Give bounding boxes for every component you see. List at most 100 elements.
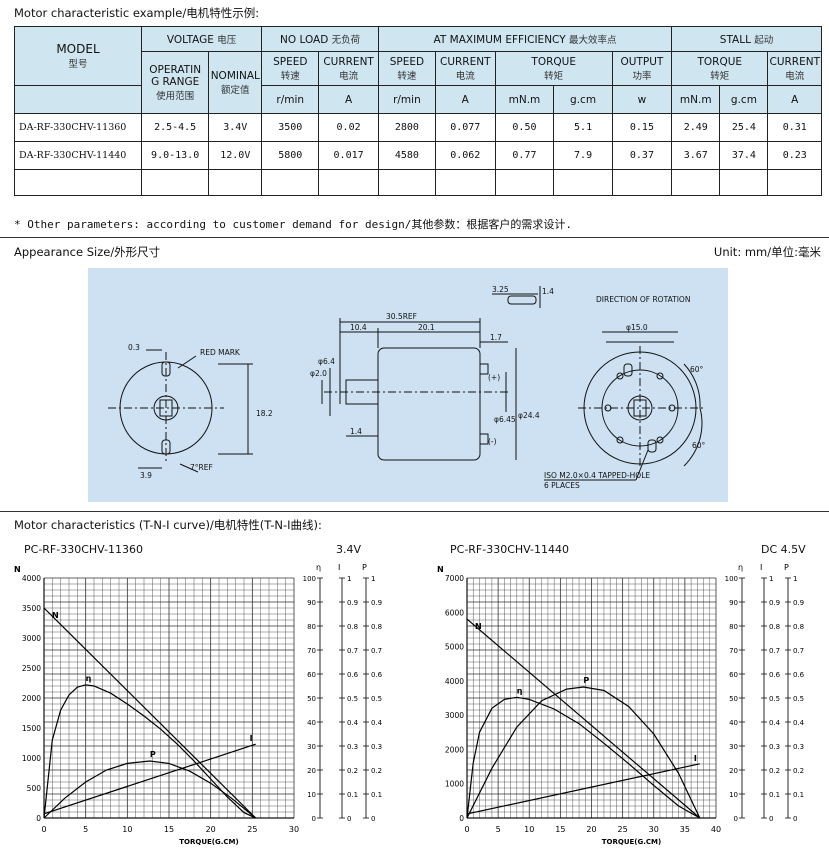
x-tick-label: 40: [711, 825, 721, 834]
dim-label: 3.9: [140, 471, 152, 480]
x-tick-label: 15: [555, 825, 565, 834]
right-tick-label: 100: [303, 575, 316, 583]
noload-header: NO LOAD 无负荷: [261, 26, 379, 52]
y-tick-label: 3000: [445, 711, 464, 720]
right-tick-label: 0.7: [769, 647, 780, 655]
x-tick-label: 0: [464, 825, 469, 834]
series-line-I: [466, 763, 700, 815]
y-tick-label: 7000: [445, 574, 464, 583]
unit-cell: A: [434, 85, 496, 114]
dim-label: 3.25: [492, 285, 509, 294]
dim-label: (+): [488, 373, 500, 382]
x-tick-label: 5: [496, 825, 501, 834]
x-axis-label: TORQUE(G.CM): [179, 838, 238, 846]
right-tick-label: 0.6: [347, 671, 359, 679]
series-line-η: [466, 696, 701, 819]
right-tick-label: 0.3: [347, 743, 358, 751]
right-tick-label: 40: [729, 719, 738, 727]
dim-label: 1.7: [490, 333, 502, 342]
right-axis-label: η: [316, 563, 321, 572]
right-tick-label: 10: [729, 791, 738, 799]
series-line-η: [43, 684, 256, 819]
y-tick-label: 4000: [445, 677, 464, 686]
right-tick-label: 0.6: [371, 671, 383, 679]
dim-label: 6 PLACES: [544, 481, 580, 490]
right-tick-label: 1: [371, 575, 375, 583]
right-axis-label: P: [362, 563, 367, 572]
y-tick-label: 3000: [22, 634, 41, 643]
chart2-title: PC-RF-330CHV-11440: [450, 543, 570, 556]
right-tick-label: 0.7: [347, 647, 358, 655]
right-tick-label: 0: [347, 815, 351, 823]
dim-label: 30.5REF: [386, 312, 417, 321]
right-tick-label: 50: [307, 695, 316, 703]
series-line-P: [466, 686, 701, 819]
dim-label: 7°REF: [190, 463, 213, 472]
y-tick-label: 5000: [445, 643, 464, 652]
y-tick-label: 2500: [22, 664, 41, 673]
right-tick-label: 1: [769, 575, 773, 583]
dim-label: φ6.4: [318, 357, 335, 366]
chart1-title: PC-RF-330CHV-11360: [24, 543, 144, 556]
right-tick-label: 0.4: [371, 719, 383, 727]
divider: [0, 237, 829, 238]
motor-dimension-svg: 0.3 RED MARK 18.2 3.9 7°REF 30.5REF 10.4…: [108, 285, 706, 490]
dimension-drawing: 0.3 RED MARK 18.2 3.9 7°REF 30.5REF 10.4…: [88, 268, 728, 502]
right-tick-label: 0.9: [769, 599, 780, 607]
series-label: η: [86, 674, 92, 683]
dim-label: RED MARK: [200, 348, 241, 357]
right-tick-label: 0.5: [793, 695, 804, 703]
right-tick-label: 10: [307, 791, 316, 799]
right-tick-label: 0: [371, 815, 375, 823]
right-tick-label: 90: [307, 599, 316, 607]
model-header: MODEL 型号: [14, 26, 142, 86]
right-axis-label: I: [760, 563, 762, 572]
y-tick-label: 1000: [445, 780, 464, 789]
dim-label: (-): [488, 437, 497, 446]
right-tick-label: 0.8: [769, 623, 780, 631]
right-tick-label: 20: [307, 767, 316, 775]
right-tick-label: 1: [347, 575, 351, 583]
series-line-P: [43, 760, 257, 819]
right-tick-label: 0.1: [371, 791, 382, 799]
dim-label: 60°: [690, 365, 704, 374]
right-tick-label: 0: [769, 815, 773, 823]
x-axis-label: TORQUE(G.CM): [602, 838, 661, 846]
right-tick-label: 60: [307, 671, 316, 679]
x-tick-label: 20: [586, 825, 596, 834]
right-tick-label: 1: [793, 575, 797, 583]
series-label: I: [694, 754, 697, 763]
x-tick-label: 10: [524, 825, 534, 834]
right-tick-label: 0.6: [769, 671, 781, 679]
voltage-header: VOLTAGE 电压: [140, 26, 263, 52]
unit-label: Unit: mm/单位:毫米: [713, 245, 821, 259]
divider: [0, 511, 829, 512]
y-tick-label: 500: [27, 784, 42, 793]
stall-header: STALL 起动: [671, 26, 822, 52]
chart1-subtitle: 3.4V: [336, 543, 362, 556]
y-tick-label: 2000: [22, 694, 41, 703]
right-tick-label: 20: [729, 767, 738, 775]
table-row: DA-RF-330CHV-11440 9.0-13.0 12.0V 5800 0…: [14, 141, 822, 170]
right-axis-label: η: [738, 563, 743, 572]
right-tick-label: 0.4: [347, 719, 359, 727]
dim-label: 20.1: [418, 323, 435, 332]
dim-label: 0.3: [128, 343, 140, 352]
right-tick-label: 100: [725, 575, 738, 583]
right-tick-label: 0.4: [793, 719, 805, 727]
customer-note: * Other parameters: according to custome…: [14, 218, 572, 231]
dim-label: DIRECTION OF ROTATION: [596, 295, 690, 304]
right-tick-label: 0.9: [371, 599, 382, 607]
series-label: η: [517, 686, 523, 695]
right-tick-label: 0.1: [793, 791, 804, 799]
right-axis-label: P: [784, 563, 789, 572]
y-tick-label: 2000: [445, 745, 464, 754]
dim-label: φ2.0: [310, 369, 327, 378]
dim-label: 1.4: [542, 287, 554, 296]
